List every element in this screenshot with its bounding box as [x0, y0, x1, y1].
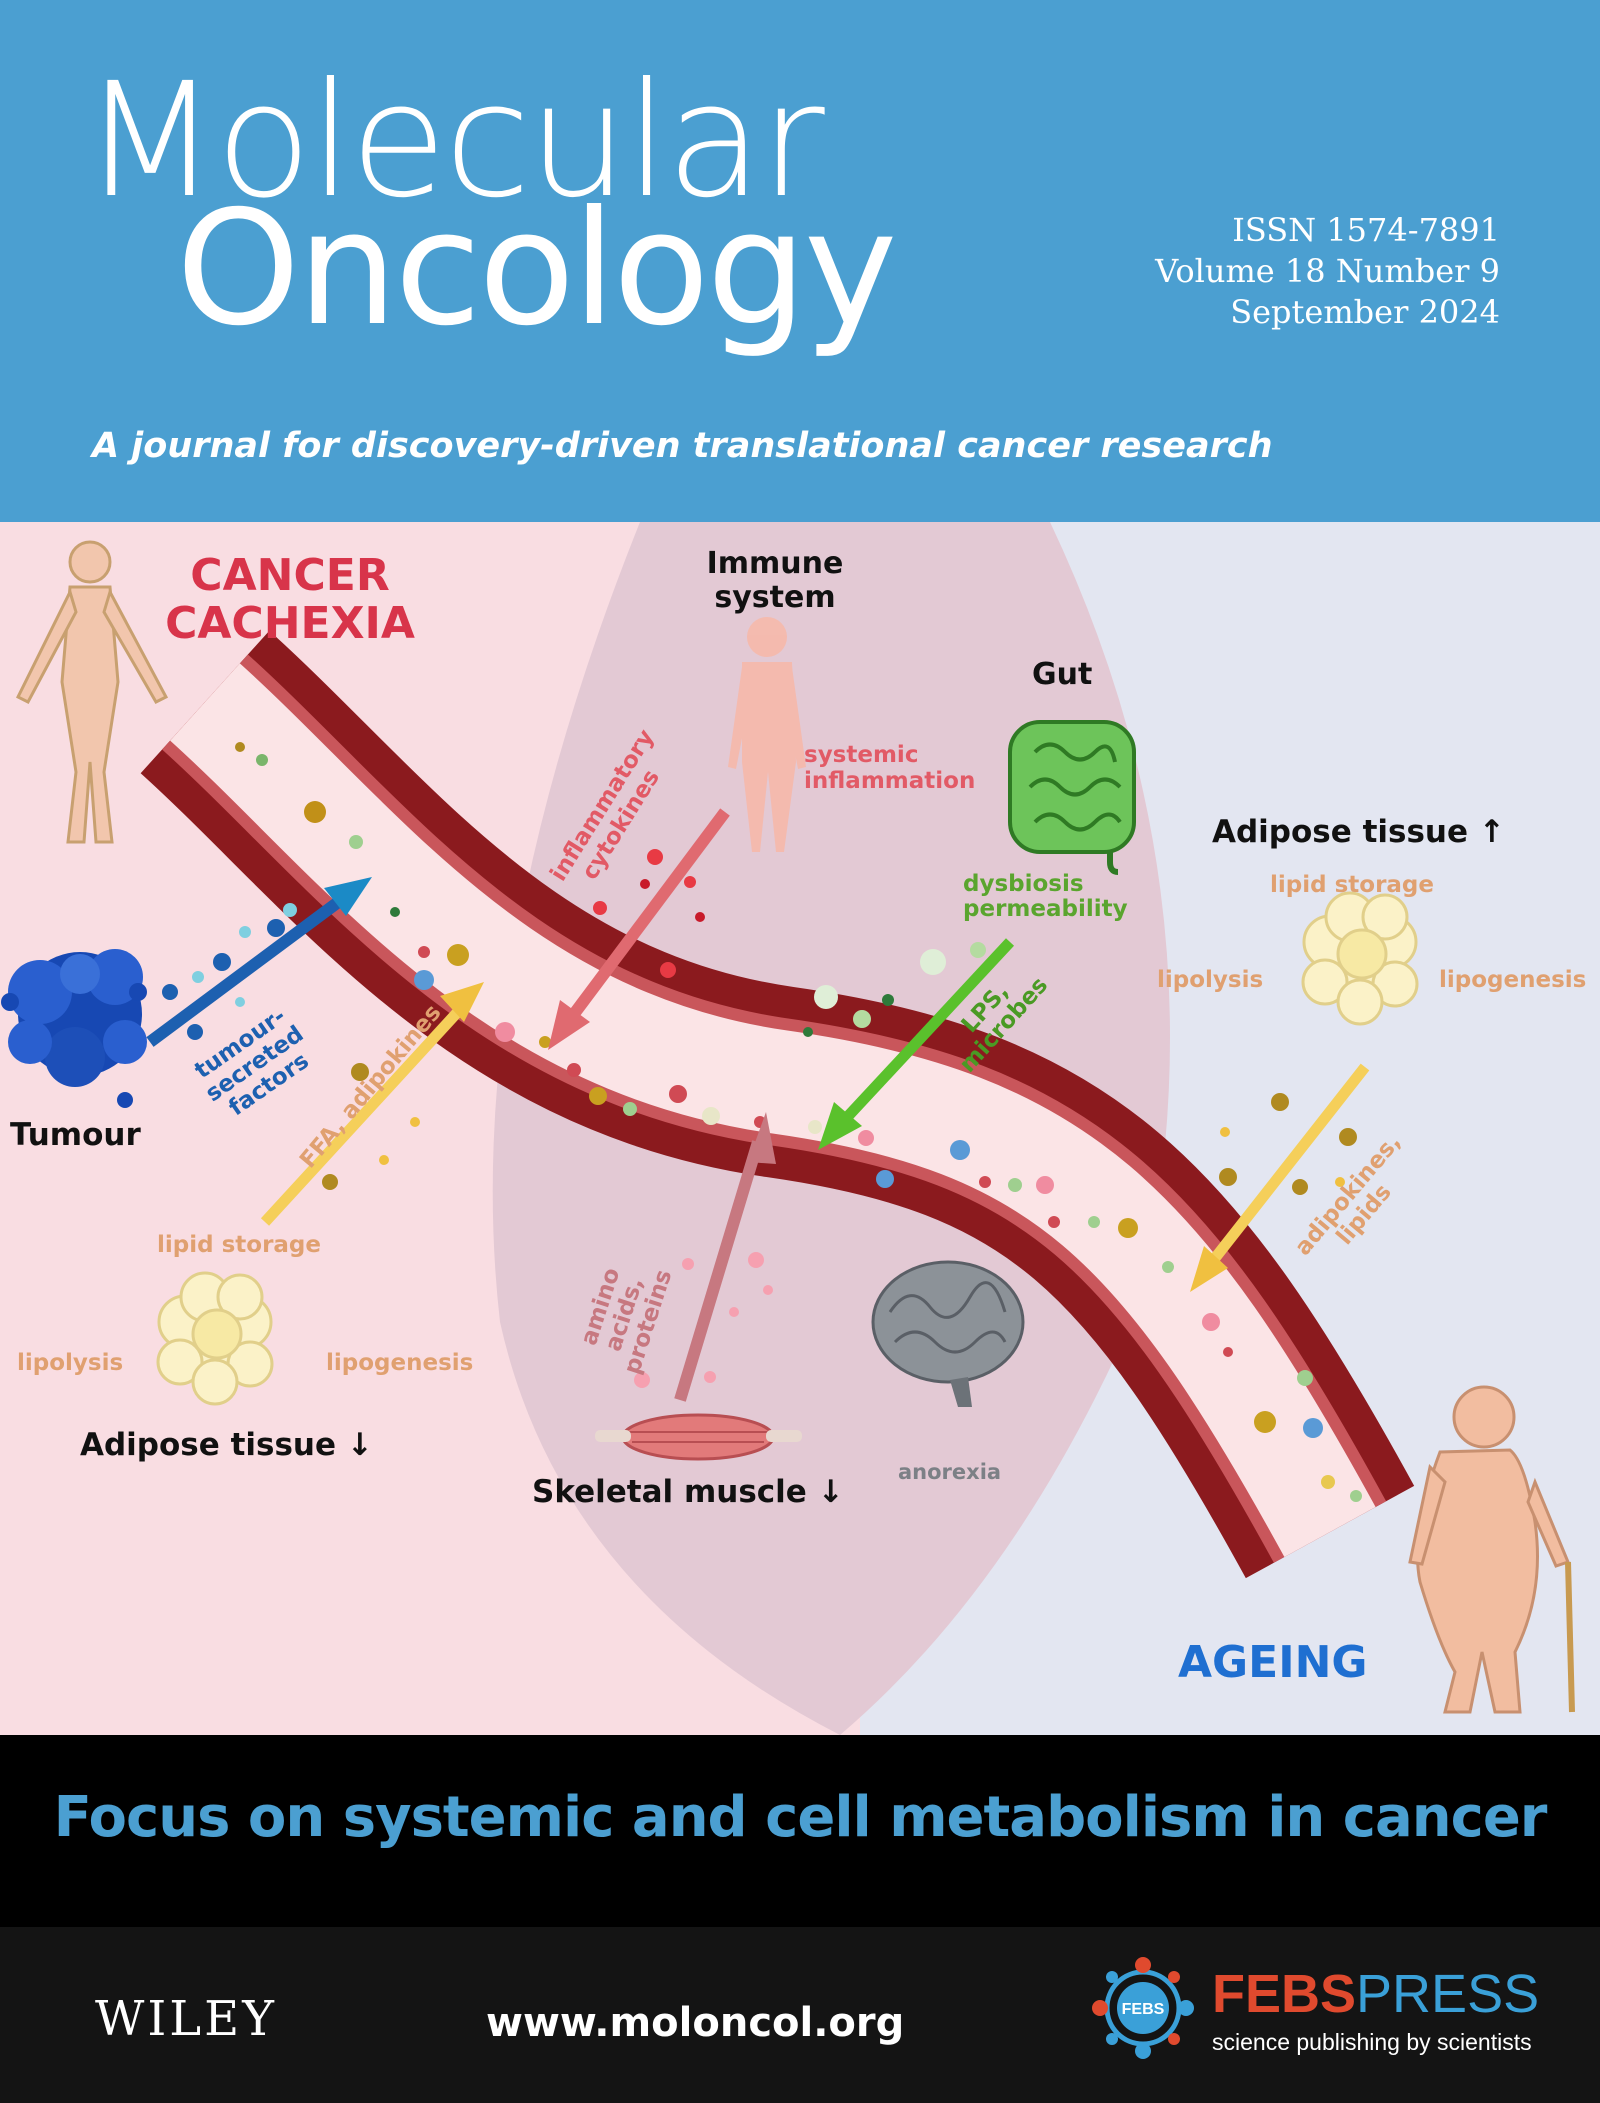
- cytokine-arrow: [548, 808, 730, 1050]
- febs-press-wordmark: FEBSPRESS: [1212, 1967, 1539, 2021]
- febs-badge-text: FEBS: [1122, 2001, 1165, 2018]
- lipolysis-left-label: lipolysis: [17, 1350, 124, 1376]
- journal-tagline: A journal for discovery-driven translati…: [92, 426, 1273, 466]
- febs-tagline: science publishing by scientists: [1212, 2029, 1532, 2055]
- skeletal-muscle-label: Skeletal muscle ↓: [532, 1474, 844, 1510]
- tumour-cluster: [1, 949, 147, 1108]
- tumour-arrow: [146, 877, 372, 1047]
- cover-header: Molecular Oncology ISSN 1574-7891 Volume…: [0, 0, 1600, 522]
- adipokines-arrow: [1190, 1063, 1370, 1292]
- cover-footer: WILEY www.moloncol.org FEBS FEBSPRESS sc…: [0, 1927, 1600, 2103]
- ageing-label: AGEING: [1178, 1637, 1368, 1688]
- febs-wordmark-part2: PRESS: [1356, 1964, 1540, 2024]
- human-figure-elderly: [1408, 1385, 1570, 1714]
- cancer-cachexia-label: CANCER CACHEXIA: [165, 550, 415, 649]
- journal-title-line1: Molecular: [82, 49, 825, 233]
- adipose-down-label: Adipose tissue ↓: [80, 1427, 373, 1463]
- febs-emblem-icon: FEBS: [1092, 1957, 1194, 2059]
- cover-illustration: CANCER CACHEXIA AGEING Immune system sys…: [0, 522, 1600, 1735]
- tumour-label: Tumour: [10, 1117, 141, 1153]
- volume-number: Volume 18 Number 9: [1155, 252, 1500, 290]
- anorexia-label: anorexia: [898, 1460, 1002, 1484]
- issue-date: September 2024: [1230, 293, 1500, 331]
- adipose-cells-right: [1301, 891, 1419, 1026]
- wiley-logo: WILEY: [95, 1991, 277, 2047]
- walking-cane: [1565, 1561, 1575, 1713]
- human-figure-young: [15, 540, 169, 844]
- adipose-cells-left: [156, 1271, 274, 1406]
- lipogenesis-left-label: lipogenesis: [326, 1350, 474, 1376]
- lipogenesis-right-label: lipogenesis: [1439, 967, 1587, 993]
- lipid-storage-right-label: lipid storage: [1270, 872, 1434, 898]
- lipolysis-right-label: lipolysis: [1157, 967, 1264, 993]
- febs-wordmark-part1: FEBS: [1212, 1964, 1357, 2024]
- lps-arrow: [803, 938, 1015, 1150]
- journal-url[interactable]: www.moloncol.org: [486, 2000, 905, 2046]
- illustration-graphic: [0, 522, 1600, 1735]
- ffa-arrow: [260, 982, 484, 1226]
- systemic-inflammation-label: systemic inflammation: [804, 742, 976, 794]
- gut-organ: [1008, 720, 1136, 875]
- brain-organ: [871, 1260, 1025, 1407]
- amino-arrow: [634, 1112, 776, 1402]
- focus-banner: Focus on systemic and cell metabolism in…: [0, 1735, 1600, 1927]
- journal-title-line2: Oncology: [176, 177, 897, 361]
- skeletal-muscle: [595, 1413, 802, 1461]
- immune-system-label: Immune system: [706, 546, 844, 615]
- issue-info: ISSN 1574-7891 Volume 18 Number 9 Septem…: [1155, 210, 1500, 333]
- focus-headline: Focus on systemic and cell metabolism in…: [53, 1785, 1548, 1850]
- dysbiosis-label: dysbiosis permeability: [963, 871, 1128, 922]
- gut-label: Gut: [1032, 657, 1093, 692]
- issn: ISSN 1574-7891: [1232, 211, 1500, 249]
- lipid-storage-left-label: lipid storage: [157, 1232, 321, 1258]
- immune-figure: [728, 617, 806, 852]
- adipose-up-label: Adipose tissue ↑: [1212, 814, 1505, 850]
